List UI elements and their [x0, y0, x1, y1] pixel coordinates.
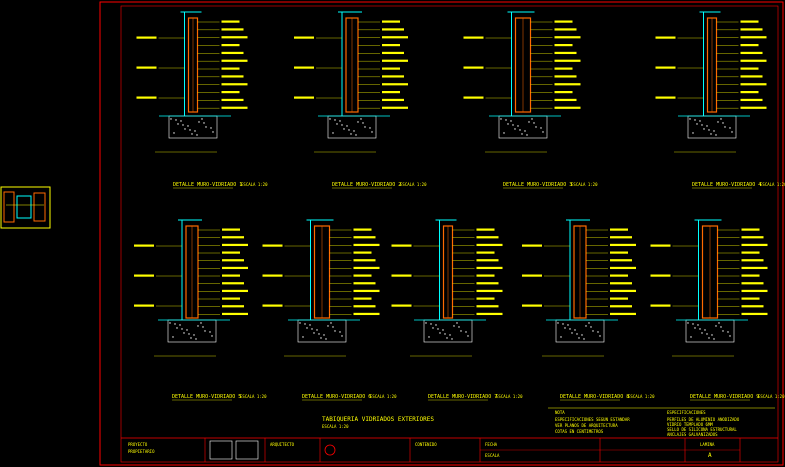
sheet-frame: [99, 1, 784, 466]
tb-architect: ARQUITECTO: [270, 442, 295, 447]
notes-right-heading: ESPECIFICACIONES: [667, 410, 706, 415]
title-block: PROYECTO PROPIETARIO ARQUITECTO CONTENID…: [121, 437, 778, 462]
notes-block: NOTA ESPECIFICACIONES SEGUN ESTANDAR VER…: [548, 407, 775, 437]
detail-title: DETALLE MURO-VIDRIADO 9: [690, 394, 759, 400]
notes-line-1: ESPECIFICACIONES SEGUN ESTANDAR: [555, 417, 630, 422]
tb-owner: PROPIETARIO: [128, 449, 155, 454]
tb-date: FECHA: [485, 442, 498, 447]
detail-title: DETALLE MURO-VIDRIADO 4: [692, 182, 761, 188]
notes-heading: NOTA: [555, 410, 565, 415]
stamp-icon: [324, 444, 336, 456]
notes-line-3: COTAS EN CENTIMETROS: [555, 429, 604, 434]
detail-scale: ESCALA 1:20: [241, 182, 268, 187]
detail-title: DETALLE MURO-VIDRIADO 8: [560, 394, 629, 400]
notes-right-4: ANCLAJES GALVANIZADOS: [667, 432, 718, 437]
tb-content: CONTENIDO: [415, 442, 437, 447]
detail-title: DETALLE MURO-VIDRIADO 6: [302, 394, 371, 400]
detail-scale: ESCALA 1:20: [571, 182, 598, 187]
detail-title: DETALLE MURO-VIDRIADO 2: [332, 182, 401, 188]
main-title: TABIQUERIA VIDRIADOS EXTERIORES: [322, 416, 434, 423]
detail-title: DETALLE MURO-VIDRIADO 1: [173, 182, 242, 188]
drawing-preview[interactable]: [0, 186, 51, 229]
detail-title: DETALLE MURO-VIDRIADO 7: [428, 394, 497, 400]
notes-right-2: VIDRIO TEMPLADO 6MM: [667, 422, 713, 427]
detail-scale: ESCALA 1:20: [370, 394, 397, 399]
detail-scale: ESCALA 1:20: [400, 182, 427, 187]
logo-mark-2: [235, 440, 259, 460]
tb-sheet: LAMINA: [700, 442, 715, 447]
detail-scale: ESCALA 1:20: [760, 182, 785, 187]
detail-title: DETALLE MURO-VIDRIADO 5: [172, 394, 241, 400]
notes-right-3: SELLO DE SILICONA ESTRUCTURAL: [667, 427, 737, 432]
detail-scale: ESCALA 1:20: [496, 394, 523, 399]
notes-line-2: VER PLANOS DE ARQUITECTURA: [555, 423, 618, 428]
inner-frame: [120, 5, 779, 463]
tb-sheet-no: A: [708, 452, 712, 459]
logo-mark: [209, 440, 233, 460]
tb-project: PROYECTO: [128, 442, 148, 447]
detail-scale: ESCALA 1:20: [758, 394, 785, 399]
main-scale: ESCALA 1:20: [322, 424, 349, 429]
notes-right-1: PERFILES DE ALUMINIO ANODIZADO: [667, 417, 740, 422]
detail-title: DETALLE MURO-VIDRIADO 3: [503, 182, 572, 188]
detail-scale: ESCALA 1:20: [628, 394, 655, 399]
tb-scale: ESCALA: [485, 453, 500, 458]
detail-scale: ESCALA 1:20: [240, 394, 267, 399]
